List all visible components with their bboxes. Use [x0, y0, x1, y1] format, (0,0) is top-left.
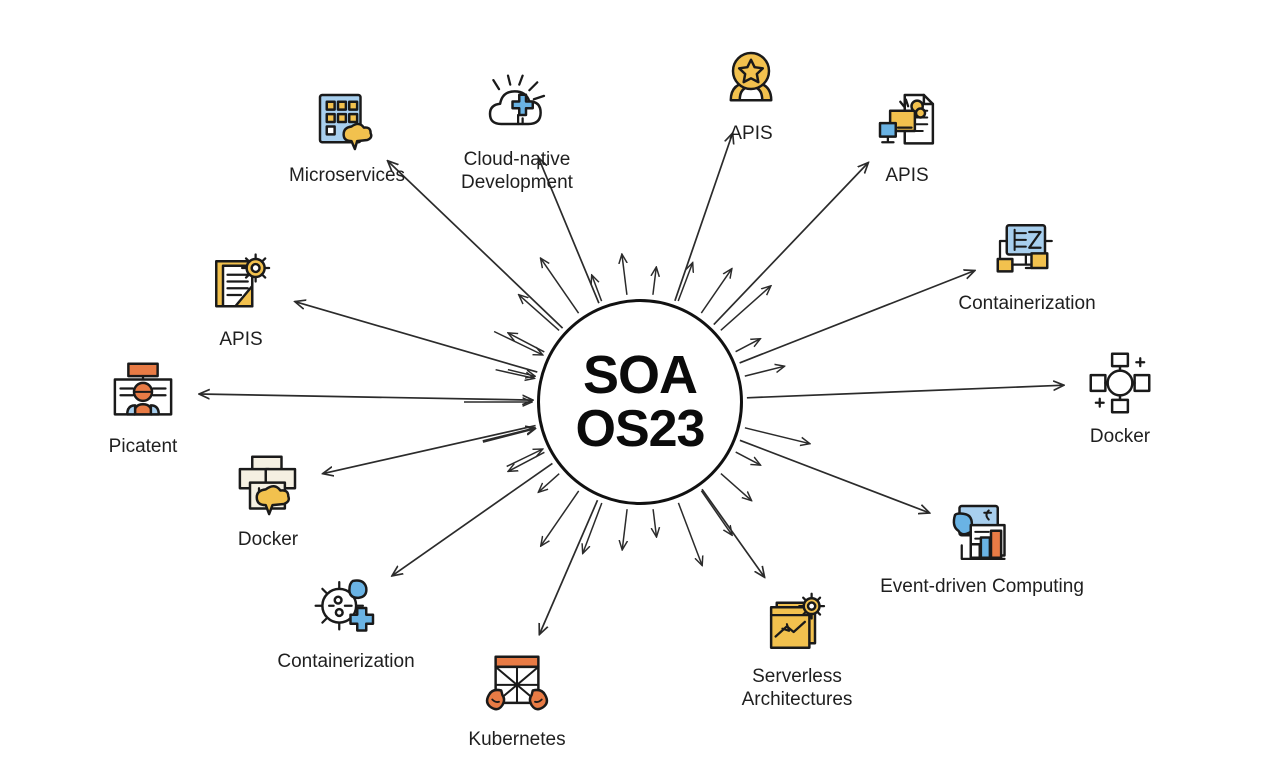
accent-arrow-inward: [482, 429, 535, 443]
connector-to-apis-badge: [674, 133, 733, 302]
connector-to-picatent: [199, 394, 533, 400]
id-card-person-icon: [105, 355, 181, 431]
accent-arrow-outward: [653, 267, 656, 295]
node-label: Docker: [237, 529, 299, 550]
node-label: APIS: [885, 165, 929, 186]
accent-arrow-inward: [507, 368, 535, 377]
accent-arrow-outward: [700, 269, 732, 314]
accent-arrow-inward: [506, 449, 543, 468]
accent-arrow-outward: [744, 427, 810, 444]
grid-building-icon: [309, 84, 385, 160]
accent-arrow-outward: [583, 502, 603, 554]
virus-node-icon: [308, 570, 384, 646]
accent-arrow-inward: [495, 368, 535, 379]
accent-arrow-outward: [538, 473, 560, 493]
accent-arrow-outward: [519, 295, 560, 331]
accent-arrow-outward: [735, 451, 761, 465]
accent-arrow-outward: [720, 286, 771, 331]
award-badge-icon: [713, 42, 789, 118]
node-cloud-native[interactable]: Cloud-native Development: [417, 68, 617, 194]
node-apis-document[interactable]: APIS: [807, 84, 1007, 187]
accent-arrow-outward: [677, 502, 702, 566]
node-label: APIS: [219, 329, 263, 350]
node-docker-left[interactable]: Docker: [168, 448, 368, 551]
node-picatent[interactable]: Picatent: [43, 355, 243, 458]
document-gear-icon: [203, 248, 279, 324]
node-label: Picatent: [108, 436, 178, 457]
accent-arrow-outward: [622, 254, 627, 295]
accent-arrow-outward: [677, 263, 693, 302]
stacked-windows-icon: [230, 448, 306, 524]
node-microservices[interactable]: Microservices: [247, 84, 447, 187]
node-containerization-bot[interactable]: Containerization: [246, 570, 446, 673]
node-label: Containerization: [277, 651, 415, 672]
accent-arrow-outward: [735, 339, 761, 353]
node-event-driven[interactable]: Event-driven Computing: [832, 495, 1132, 598]
connector-to-kubernetes: [539, 499, 599, 634]
node-label: Docker: [1089, 426, 1151, 447]
crate-hands-icon: [479, 648, 555, 724]
document-monitor-icon: [869, 84, 945, 160]
node-label: Event-driven Computing: [880, 576, 1084, 597]
accent-arrow-outward: [541, 490, 580, 546]
node-label: APIS: [729, 123, 773, 144]
node-apis-gear[interactable]: APIS: [141, 248, 341, 351]
node-docker-right[interactable]: Docker: [1020, 345, 1220, 448]
folder-gear-icon: [759, 585, 835, 661]
accent-arrow-outward: [744, 366, 785, 377]
hub-spokes-icon: [1082, 345, 1158, 421]
hub-title-line-1: SOA: [582, 344, 698, 405]
cloud-plus-icon: [479, 68, 555, 144]
accent-arrow-outward: [592, 275, 603, 302]
node-label: Microservices: [288, 165, 406, 186]
screen-diagram-icon: [989, 212, 1065, 288]
accent-arrow-inward: [493, 330, 543, 356]
center-hub: SOA OS23: [537, 299, 743, 505]
node-containerization-top[interactable]: Containerization: [927, 212, 1127, 315]
accent-arrow-outward: [653, 509, 656, 537]
accent-arrow-outward: [541, 258, 580, 314]
connector-to-containerization-bot: [392, 462, 553, 576]
node-label: Kubernetes: [468, 729, 566, 750]
accent-arrow-inward: [482, 428, 536, 442]
accent-arrow-outward: [508, 333, 545, 353]
connector-to-serverless: [701, 488, 765, 577]
node-serverless[interactable]: Serverless Architectures: [697, 585, 897, 711]
node-apis-badge[interactable]: APIS: [651, 42, 851, 145]
accent-arrow-outward: [700, 490, 732, 535]
accent-arrow-outward: [508, 451, 545, 471]
node-label: Containerization: [958, 293, 1096, 314]
connector-to-docker-right: [746, 385, 1064, 399]
hub-title-line-2: OS23: [575, 400, 706, 459]
node-kubernetes[interactable]: Kubernetes: [417, 648, 617, 751]
accent-arrow-outward: [720, 473, 752, 501]
chart-document-icon: [944, 495, 1020, 571]
node-label: Serverless Architectures: [741, 666, 853, 711]
node-label: Cloud-native Development: [461, 149, 573, 194]
accent-arrow-outward: [622, 509, 627, 550]
